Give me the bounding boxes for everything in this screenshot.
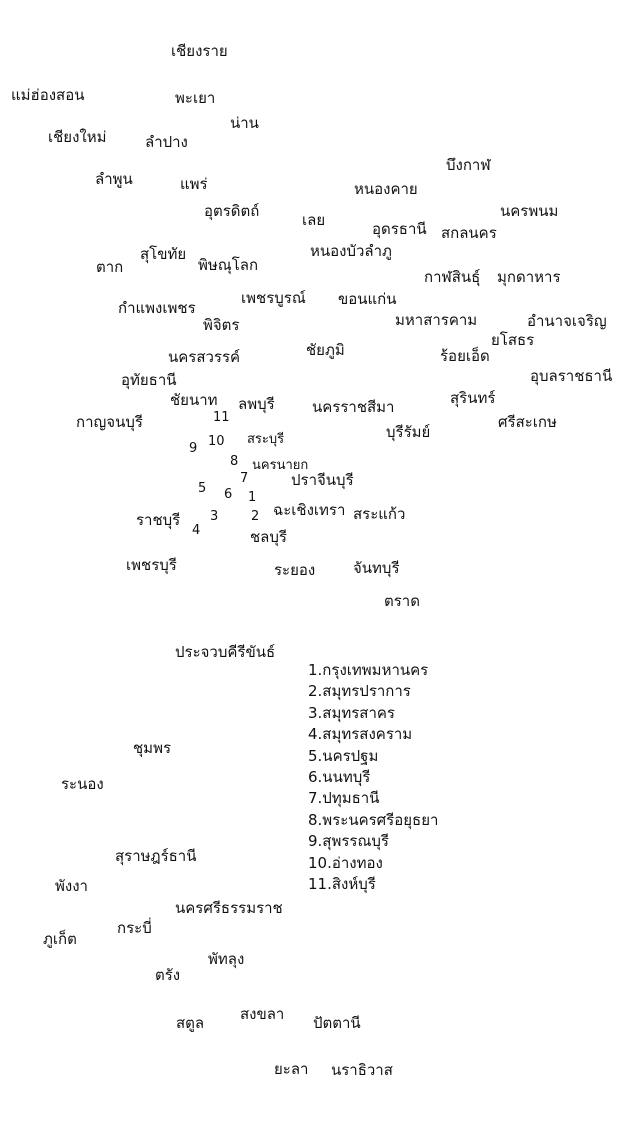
province-label-surat-thani[interactable]: สุราษฎร์ธานี	[115, 847, 197, 865]
marker-number-6: 6	[224, 487, 233, 502]
province-label-bueng-kan[interactable]: บึงกาฬ	[446, 156, 491, 174]
province-label-songkhla[interactable]: สงขลา	[240, 1005, 285, 1023]
marker-number-10: 10	[208, 434, 225, 449]
province-label-yala[interactable]: ยะลา	[274, 1060, 309, 1078]
province-label-phayao[interactable]: พะเยา	[175, 89, 216, 107]
province-label-rayong[interactable]: ระยอง	[274, 561, 316, 579]
legend-item: 9.สุพรรณบุรี	[308, 832, 389, 851]
legend-item: 3.สมุทรสาคร	[308, 703, 395, 722]
province-label-roi-et[interactable]: ร้อยเอ็ด	[440, 347, 490, 365]
marker-number-3: 3	[210, 509, 219, 524]
province-label-nakhon-si-thammarat[interactable]: นครศรีธรรมราช	[175, 899, 283, 917]
legend-item: 2.สมุทรปราการ	[308, 682, 411, 701]
province-label-loei[interactable]: เลย	[302, 211, 326, 229]
legend-item: 6.นนทบุรี	[308, 768, 371, 787]
legend-item: 5.นครปฐม	[308, 746, 379, 765]
province-label-krabi[interactable]: กระบี่	[117, 919, 152, 937]
province-label-phichit[interactable]: พิจิตร	[203, 316, 240, 334]
province-label-chumphon[interactable]: ชุมพร	[133, 739, 172, 757]
province-label-chiang-rai[interactable]: เชียงราย	[171, 42, 228, 60]
province-label-sa-kaeo[interactable]: สระแก้ว	[353, 505, 406, 523]
province-label-kanchanaburi[interactable]: กาญจนบุรี	[76, 413, 143, 431]
province-label-surin[interactable]: สุรินทร์	[450, 389, 496, 407]
province-label-nong-bua-lamphu[interactable]: หนองบัวลำภู	[310, 242, 392, 260]
marker-number-5: 5	[198, 481, 207, 496]
province-label-mae-hong-son[interactable]: แม่ฮ่องสอน	[11, 86, 85, 104]
province-label-phatthalung[interactable]: พัทลุง	[208, 950, 245, 968]
province-label-chonburi[interactable]: ชลบุรี	[250, 528, 287, 546]
province-label-ranong[interactable]: ระนอง	[61, 775, 104, 793]
province-label-phuket[interactable]: ภูเก็ต	[43, 930, 77, 948]
province-label-buriram[interactable]: บุรีรัมย์	[386, 423, 431, 441]
province-label-chachoengsao[interactable]: ฉะเชิงเทรา	[273, 501, 346, 519]
legend-item: 1.กรุงเทพมหานคร	[308, 661, 429, 679]
province-label-prachinburi[interactable]: ปราจีนบุรี	[291, 471, 354, 489]
province-label-tak[interactable]: ตาก	[96, 258, 124, 276]
legend-item: 7.ปทุมธานี	[308, 789, 380, 808]
province-label-si-sa-ket[interactable]: ศรีสะเกษ	[498, 413, 557, 431]
province-label-pattani[interactable]: ปัตตานี	[313, 1014, 361, 1032]
marker-number-2: 2	[251, 509, 260, 524]
numbered-legend: 1.กรุงเทพมหานคร 2.สมุทรปราการ 3.สมุทรสาค…	[308, 660, 438, 895]
province-label-khon-kaen[interactable]: ขอนแก่น	[338, 290, 397, 308]
province-label-phetchaburi[interactable]: เพชรบุรี	[126, 556, 177, 574]
province-label-trat[interactable]: ตราด	[384, 592, 420, 610]
legend-item: 8.พระนครศรีอยุธยา	[308, 810, 439, 829]
province-label-narathiwat[interactable]: นราธิวาส	[331, 1061, 393, 1079]
province-label-uttaradit[interactable]: อุตรดิตถ์	[204, 202, 260, 220]
province-label-phetchabun[interactable]: เพชรบูรณ์	[241, 289, 306, 307]
province-label-nong-khai[interactable]: หนองคาย	[354, 180, 418, 198]
province-label-amnat-charoen[interactable]: อำนาจเจริญ	[527, 312, 607, 330]
legend-item: 4.สมุทรสงคราม	[308, 725, 413, 744]
marker-number-1: 1	[248, 490, 257, 505]
province-label-trang[interactable]: ตรัง	[155, 966, 181, 984]
province-label-lampang[interactable]: ลำปาง	[145, 133, 188, 151]
province-label-maha-sarakham[interactable]: มหาสารคาม	[395, 311, 478, 329]
province-label-nakhon-ratchasima[interactable]: นครราชสีมา	[312, 398, 395, 416]
province-label-uthai-thani[interactable]: อุทัยธานี	[121, 371, 177, 389]
province-label-chanthaburi[interactable]: จันทบุรี	[353, 559, 400, 577]
marker-number-11: 11	[213, 410, 230, 425]
province-label-phitsanulok[interactable]: พิษณุโลก	[198, 256, 259, 274]
province-label-phang-nga[interactable]: พังงา	[55, 877, 88, 895]
province-label-chiang-mai[interactable]: เชียงใหม่	[48, 128, 107, 146]
marker-number-4: 4	[192, 523, 201, 538]
province-label-kamphaeng-phet[interactable]: กำแพงเพชร	[118, 299, 196, 317]
province-label-prachuap-khiri-khan[interactable]: ประจวบคีรีขันธ์	[175, 643, 276, 661]
province-label-sukhothai[interactable]: สุโขทัย	[140, 245, 187, 263]
province-label-lopburi[interactable]: ลพบุรี	[238, 395, 275, 413]
province-label-sakon-nakhon[interactable]: สกลนคร	[441, 224, 497, 242]
province-label-yasothon[interactable]: ยโสธร	[491, 331, 535, 349]
province-label-ubon-ratchathani[interactable]: อุบลราชธานี	[530, 367, 613, 385]
province-label-nakhon-nayok[interactable]: นครนายก	[252, 458, 309, 473]
province-label-chai-nat[interactable]: ชัยนาท	[170, 391, 218, 409]
marker-number-7: 7	[240, 471, 249, 486]
province-label-nan[interactable]: น่าน	[230, 114, 259, 132]
marker-number-8: 8	[230, 454, 239, 469]
province-label-saraburi[interactable]: สระบุรี	[247, 432, 285, 447]
province-label-udon-thani[interactable]: อุดรธานี	[372, 220, 427, 238]
province-label-chaiyaphum[interactable]: ชัยภูมิ	[306, 341, 345, 359]
marker-number-9: 9	[189, 441, 198, 456]
legend-item: 11.สิงห์บุรี	[308, 875, 376, 894]
legend-item: 10.อ่างทอง	[308, 853, 383, 872]
province-label-nakhon-sawan[interactable]: นครสวรรค์	[168, 348, 241, 366]
province-label-lamphun[interactable]: ลำพูน	[95, 170, 133, 188]
province-label-ratchaburi[interactable]: ราชบุรี	[136, 511, 181, 529]
province-label-phrae[interactable]: แพร่	[180, 175, 208, 193]
province-label-kalasin[interactable]: กาฬสินธุ์	[424, 268, 481, 286]
province-label-nakhon-phanom[interactable]: นครพนม	[500, 202, 559, 220]
province-label-satun[interactable]: สตูล	[176, 1014, 205, 1032]
province-label-mukdahan[interactable]: มุกดาหาร	[497, 268, 561, 286]
